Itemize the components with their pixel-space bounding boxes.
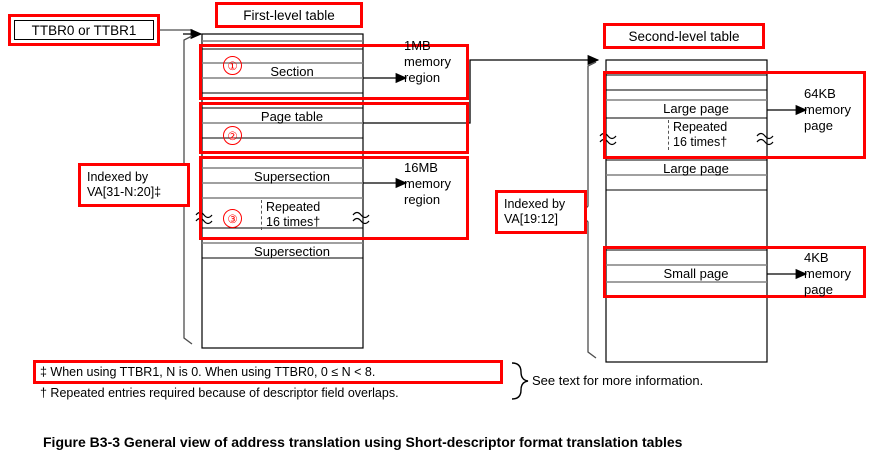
supersection-entry-highlight xyxy=(199,156,469,240)
first-level-indexed-by-line2: VA[31-N:20]‡ xyxy=(87,185,162,199)
supersection-repeat-line1: Repeated xyxy=(266,200,321,214)
ttbr-highlight xyxy=(8,14,160,46)
second-level-indexed-by-line2: VA[19:12] xyxy=(504,212,558,226)
second-level-table-header: Second-level table xyxy=(603,23,765,49)
memory-page-64kb-line1: 64KB xyxy=(804,86,836,101)
large-page-repeat-line1: Repeated xyxy=(673,120,728,134)
second-level-indexed-by-line1: Indexed by xyxy=(504,197,566,211)
second-level-row-label-large-page-2: Large page xyxy=(663,161,729,176)
large-page-repeat-note: Repeated 16 times† xyxy=(668,120,727,150)
callout-number-3: ③ xyxy=(223,209,242,228)
figure-caption: Figure B3-3 General view of address tran… xyxy=(43,434,683,450)
break-squiggle-icon-left-2 xyxy=(599,132,617,146)
memory-page-64kb: 64KB memory page xyxy=(804,86,870,134)
memory-region-16mb-line2: memory xyxy=(404,176,451,191)
first-level-table-header: First-level table xyxy=(215,2,363,28)
footnote-1-highlight xyxy=(33,360,503,384)
see-text-note: See text for more information. xyxy=(532,373,704,388)
footnote-brace-icon xyxy=(511,362,529,400)
break-squiggle-icon-right-1 xyxy=(352,211,370,225)
memory-page-4kb: 4KB memory page xyxy=(804,250,870,298)
break-squiggle-icon-left-1 xyxy=(195,211,213,225)
memory-page-64kb-line3: page xyxy=(804,118,833,133)
first-level-row-label-section: Section xyxy=(270,64,314,79)
first-level-row-label-supersection: Supersection xyxy=(254,169,330,184)
break-squiggle-icon-right-2 xyxy=(756,132,774,146)
callout-number-1: ① xyxy=(223,56,242,75)
memory-region-16mb-line3: region xyxy=(404,192,441,207)
memory-page-64kb-line2: memory xyxy=(804,102,851,117)
memory-region-1mb-line3: region xyxy=(404,70,441,85)
footnote-1: ‡ When using TTBR1, N is 0. When using T… xyxy=(40,365,376,379)
supersection-repeat-note: Repeated 16 times† xyxy=(261,200,320,230)
first-level-row-label-supersection-2: Supersection xyxy=(254,244,330,259)
memory-page-4kb-line1: 4KB xyxy=(804,250,829,265)
memory-page-4kb-line3: page xyxy=(804,282,833,297)
page-table-to-second-level-arrow xyxy=(363,54,600,124)
ttbr-box[interactable]: TTBR0 or TTBR1 xyxy=(14,20,154,40)
large-page-repeat-line2: 16 times† xyxy=(673,135,728,149)
first-level-indexed-by-note: Indexed by VA[31-N:20]‡ xyxy=(78,163,190,207)
memory-page-4kb-line2: memory xyxy=(804,266,851,281)
small-page-entry-highlight xyxy=(603,246,866,298)
memory-region-16mb-line1: 16MB xyxy=(404,160,438,175)
memory-region-16mb: 16MB memory region xyxy=(404,160,464,208)
second-level-indexed-by-note: Indexed by VA[19:12] xyxy=(495,190,587,234)
memory-region-1mb-line1: 1MB xyxy=(404,38,431,53)
second-level-table-grid xyxy=(605,59,768,363)
first-level-row-label-page-table: Page table xyxy=(260,109,324,124)
footnote-2: † Repeated entries required because of d… xyxy=(40,386,399,400)
large-page-entry-highlight xyxy=(603,71,866,159)
callout-number-2: ② xyxy=(223,126,242,145)
second-level-row-label-large-page: Large page xyxy=(663,101,729,116)
memory-region-1mb: 1MB memory region xyxy=(404,38,464,86)
memory-region-1mb-line2: memory xyxy=(404,54,451,69)
section-entry-highlight xyxy=(199,44,469,100)
page-table-entry-highlight xyxy=(199,102,469,154)
second-level-row-label-small-page: Small page xyxy=(663,266,729,281)
supersection-repeat-line2: 16 times† xyxy=(266,215,321,229)
first-level-indexed-by-line1: Indexed by xyxy=(87,170,149,184)
